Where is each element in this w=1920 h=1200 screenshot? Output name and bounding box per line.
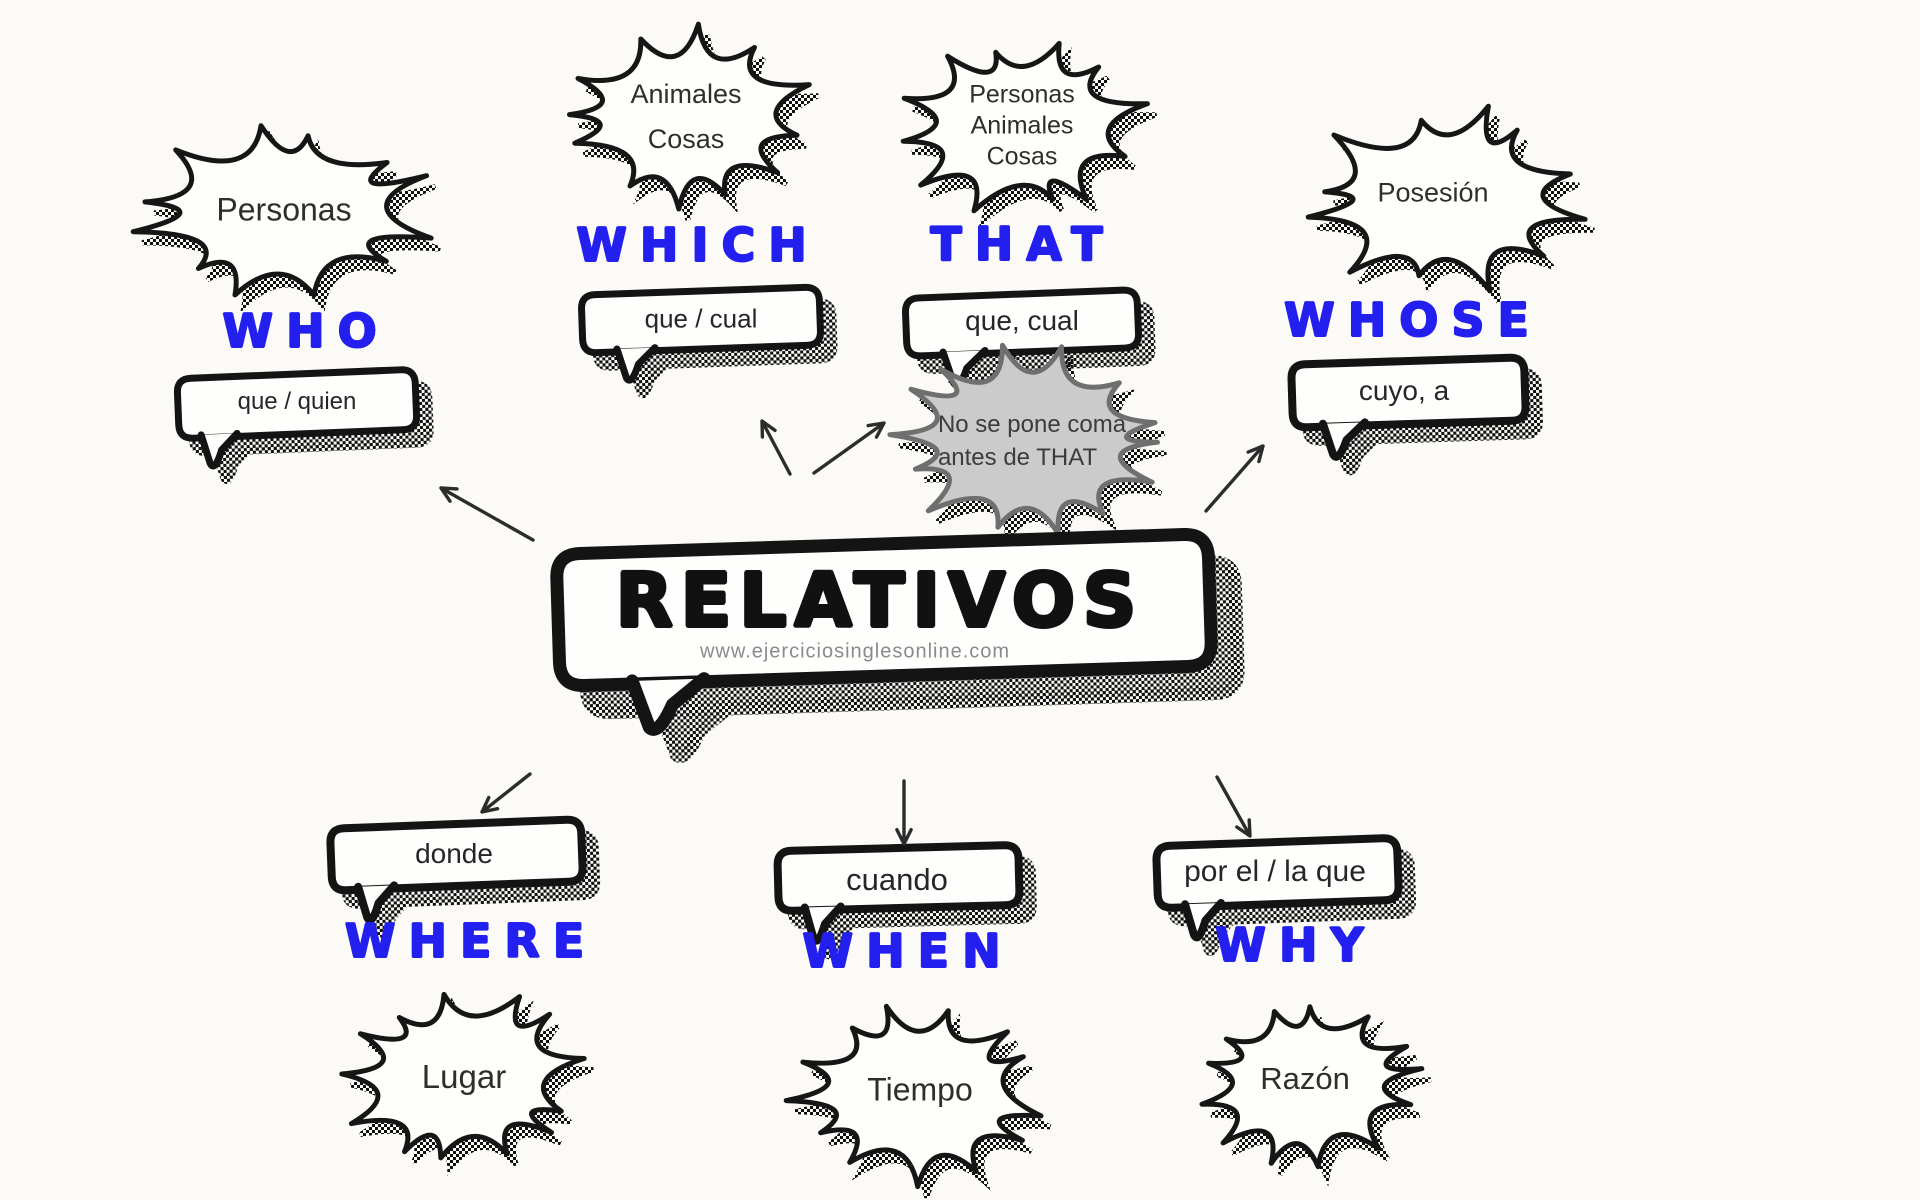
arrow-to-why (1215, 775, 1252, 838)
map-title: RELATIVOS (615, 558, 1145, 644)
which-category-line-2: Cosas (647, 124, 725, 154)
why-translation-speech-bubble (1152, 834, 1417, 956)
note-line-2: antes de THAT (937, 444, 1098, 471)
arrow-to-when (895, 779, 913, 846)
which-category-line-1: Animales (630, 79, 742, 109)
whose-translation-bubble-text: cuyo, a (1358, 375, 1450, 406)
that-category-line-2: Animales (970, 111, 1074, 140)
when-translation-speech-bubble (773, 841, 1037, 960)
whose-category-label: Posesión (1377, 177, 1489, 208)
when-category-starburst (783, 1003, 1052, 1199)
why-keyword: WHY (1215, 918, 1377, 972)
that-comma-note-starburst (887, 342, 1167, 547)
why-category-starburst (1199, 1004, 1432, 1187)
where-category-label: Lugar (421, 1058, 507, 1095)
where-translation-speech-bubble (326, 815, 601, 939)
where-translation-bubble-text: donde (415, 838, 493, 869)
arrow-to-which (760, 419, 792, 476)
arrow-to-who (439, 486, 535, 542)
when-translation-bubble-text: cuando (846, 862, 948, 897)
that-category-starburst (900, 40, 1158, 230)
whose-translation-speech-bubble (1287, 353, 1543, 476)
whose-keyword: WHOSE (1284, 293, 1542, 347)
that-category-line-3: Cosas (986, 142, 1058, 171)
arrow-to-where (480, 772, 532, 814)
arrow-to-whose (1204, 444, 1265, 513)
arrow-to-that (812, 421, 886, 475)
where-category-starburst (339, 991, 594, 1176)
which-category-label: Animales Cosas (630, 72, 741, 162)
that-category-line-1: Personas (969, 80, 1075, 109)
who-category-starburst (130, 123, 441, 313)
why-translation-bubble-text: por el / la que (1184, 855, 1366, 888)
which-category-starburst (567, 21, 820, 221)
who-translation-speech-bubble (173, 366, 434, 484)
when-keyword: WHEN (802, 924, 1014, 978)
when-category-label: Tiempo (867, 1071, 973, 1108)
relativos-title-speech-bubble (550, 528, 1245, 763)
which-translation-speech-bubble (578, 283, 838, 399)
that-keyword: THAT (930, 217, 1116, 271)
that-translation-speech-bubble (902, 286, 1156, 403)
which-keyword: WHICH (576, 218, 820, 272)
that-comma-note: No se pone coma antes de THAT (938, 408, 1126, 474)
whose-category-starburst (1305, 103, 1595, 304)
who-category-label: Personas (216, 191, 352, 228)
website-url: www.ejerciciosinglesonline.com (699, 640, 1011, 663)
that-translation-bubble-text: que, cual (965, 305, 1079, 336)
note-line-1: No se pone coma (937, 411, 1127, 438)
that-category-label: Personas Animales Cosas (969, 80, 1075, 173)
where-keyword: WHERE (344, 914, 598, 968)
which-translation-bubble-text: que / cual (644, 303, 758, 334)
who-translation-bubble-text: que / quien (237, 388, 357, 415)
why-category-label: Razón (1260, 1061, 1350, 1096)
who-keyword: WHO (222, 304, 390, 358)
